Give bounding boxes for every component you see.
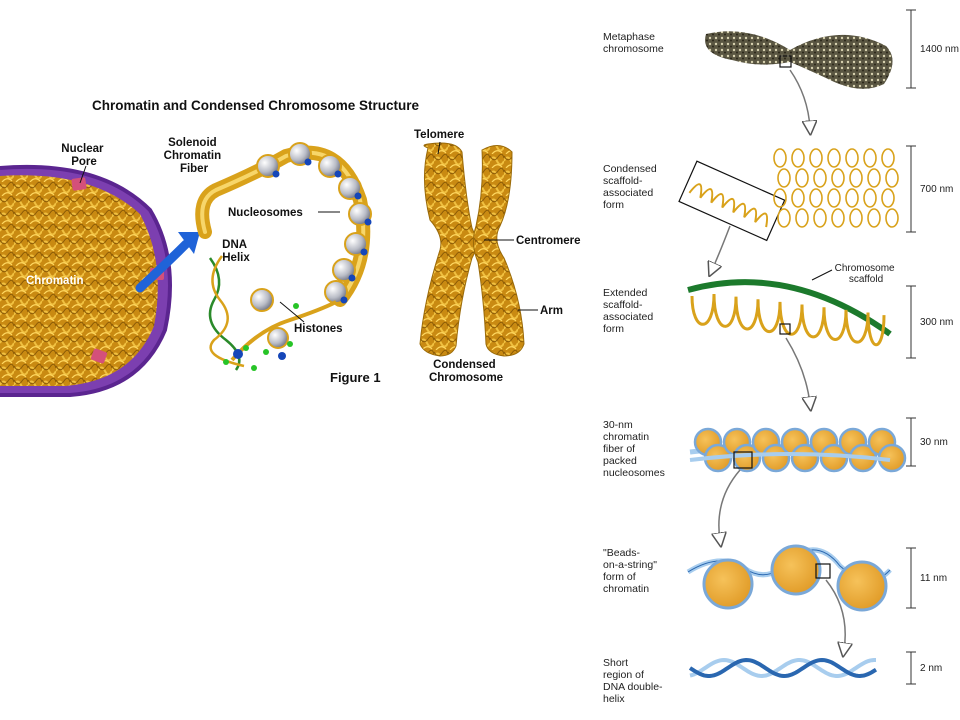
dimension-label: 11 nm: [920, 573, 947, 584]
zoom-arrow: [135, 239, 191, 293]
solenoid-fiber-illustration: [195, 142, 372, 307]
dimension-marker: 300 nm: [906, 285, 953, 359]
dimension-marker: 2 nm: [906, 651, 942, 685]
arm-label: Arm: [540, 305, 563, 317]
dimension-marker: 11 nm: [906, 547, 947, 609]
dna-helix-label: DNA Helix: [222, 239, 250, 264]
condensed-scaffold-illustration: [678, 148, 899, 242]
scaffold-label: Chromosome scaffold: [835, 263, 898, 285]
dna-helix-illustration: [208, 255, 337, 371]
dna-double-helix-illustration: [688, 657, 878, 679]
extended-scaffold-illustration: [687, 279, 892, 347]
chromatin-label: Chromatin: [26, 275, 84, 287]
dimension-label: 30 nm: [920, 437, 948, 448]
dimension-label: 1400 nm: [920, 44, 959, 55]
histones-label: Histones: [294, 323, 343, 335]
figure-title: Chromatin and Condensed Chromosome Struc…: [92, 98, 420, 113]
solenoid-label: Solenoid Chromatin Fiber: [164, 137, 225, 175]
30nm-fiber-illustration: [689, 427, 907, 473]
dimension-label: 300 nm: [920, 317, 953, 328]
nucleus-illustration: [0, 164, 172, 397]
dimension-label: 700 nm: [920, 184, 953, 195]
centromere-label: Centromere: [516, 235, 581, 247]
condensed-chromosome-label: Condensed Chromosome: [429, 359, 503, 384]
dimension-marker: 700 nm: [906, 145, 953, 233]
dimension-marker: 30 nm: [906, 417, 948, 467]
beads-on-string-illustration: [686, 544, 892, 612]
figure-caption: Figure 1: [330, 370, 381, 385]
dimension-marker: 1400 nm: [906, 9, 959, 89]
telomere-label: Telomere: [414, 129, 464, 141]
nucleosomes-label: Nucleosomes: [228, 207, 303, 219]
hierarchy-dimensions: 1400 nm 700 nm 300 nm 30 nm 11 nm 2 nm: [906, 9, 959, 685]
condensed-chromosome-illustration: [419, 142, 525, 357]
nuclear-pore-label: Nuclear Pore: [61, 143, 106, 168]
metaphase-chromosome-illustration: [705, 31, 893, 89]
dimension-label: 2 nm: [920, 663, 942, 674]
